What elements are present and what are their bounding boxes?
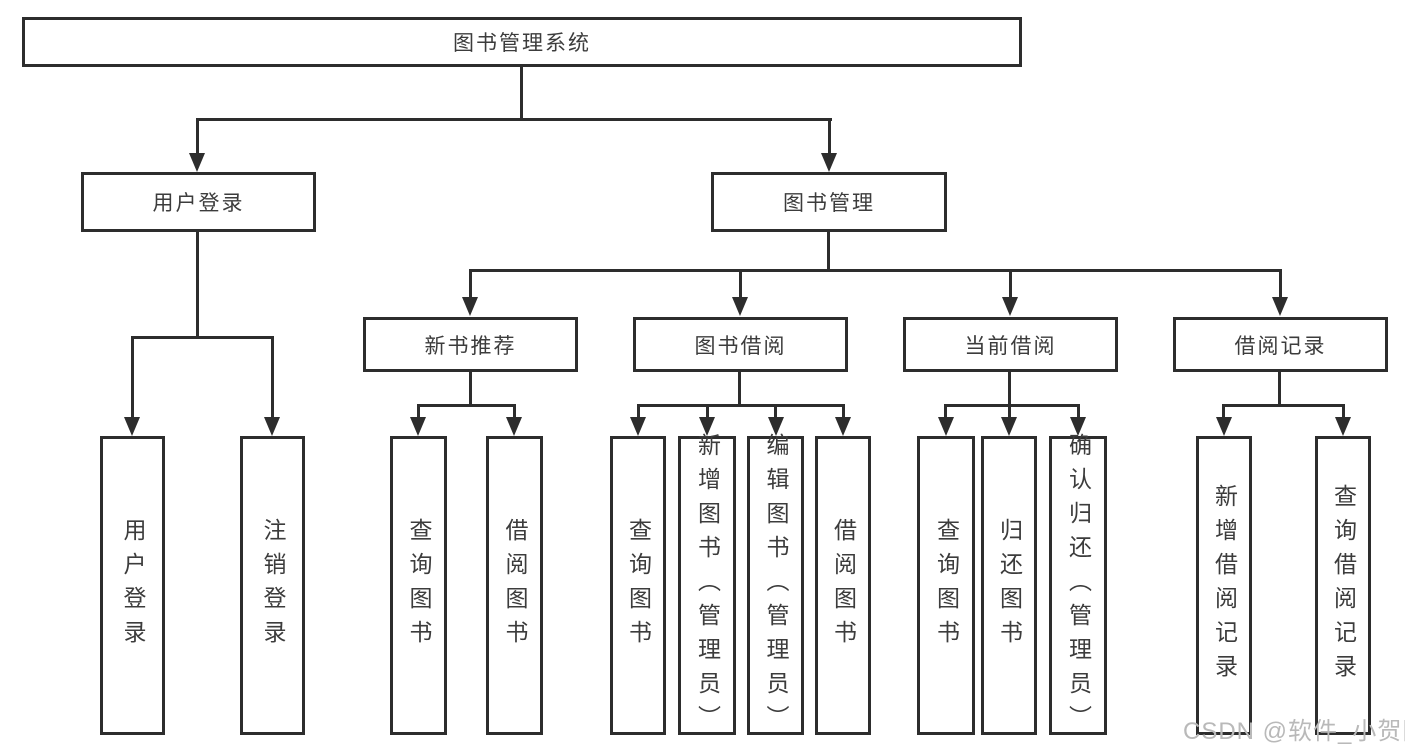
arrowhead-down-icon: [835, 417, 851, 436]
v-line: [1278, 372, 1281, 406]
node-label: 图书管理: [783, 192, 875, 215]
node-current-borrow: 当前借阅: [903, 317, 1118, 372]
v-stub: [1222, 404, 1225, 419]
v-stub: [271, 336, 274, 418]
node-label: 查询借阅记录: [1330, 483, 1357, 688]
node-library-system: 图书管理系统: [22, 17, 1022, 67]
node-book-management: 图书管理: [711, 172, 947, 232]
node-label: 当前借阅: [964, 334, 1057, 358]
node-label: 用户登录: [120, 517, 146, 654]
v-stub: [842, 404, 845, 419]
v-stub: [706, 404, 709, 419]
leaf-current-query-books: 查询图书: [917, 436, 975, 735]
node-label: 用户登录: [152, 192, 245, 215]
node-label: 编辑图书（管理员）: [763, 432, 789, 739]
node-label: 新增借阅记录: [1211, 483, 1238, 688]
leaf-records-add-record: 新增借阅记录: [1196, 436, 1252, 735]
leaf-logout: 注销登录: [240, 436, 305, 735]
node-label: 查询图书: [406, 517, 432, 654]
arrowhead-down-icon: [732, 297, 748, 316]
arrowhead-down-icon: [630, 417, 646, 436]
leaf-borrow-edit-books-admin: 编辑图书（管理员）: [747, 433, 804, 739]
arrowhead-down-icon: [768, 417, 784, 436]
v-stub: [513, 404, 516, 419]
h-line: [637, 404, 845, 407]
node-new-book-recommend: 新书推荐: [363, 317, 578, 372]
h-line: [944, 404, 1080, 407]
leaf-records-query-record: 查询借阅记录: [1315, 436, 1371, 735]
node-label: 注销登录: [260, 517, 286, 654]
arrowhead-down-icon: [124, 417, 140, 436]
v-stub: [1009, 269, 1012, 299]
node-label: 确认归还（管理员）: [1065, 432, 1092, 739]
v-stub: [469, 269, 472, 299]
v-stub: [828, 118, 831, 154]
v-stub: [1008, 404, 1011, 419]
v-line: [1008, 372, 1011, 406]
arrowhead-down-icon: [506, 417, 522, 436]
v-line: [520, 67, 523, 120]
leaf-user-login: 用户登录: [100, 436, 165, 735]
node-label: 归还图书: [996, 517, 1023, 654]
v-stub: [637, 404, 640, 419]
arrowhead-down-icon: [1335, 417, 1351, 436]
arrowhead-down-icon: [1070, 417, 1086, 436]
v-stub: [1279, 269, 1282, 299]
v-stub: [417, 404, 420, 419]
v-line: [469, 372, 472, 406]
node-book-borrow: 图书借阅: [633, 317, 848, 372]
h-line: [131, 336, 274, 339]
node-label: 借阅图书: [830, 517, 857, 654]
leaf-borrow-query-books: 查询图书: [610, 436, 666, 735]
node-label: 借阅图书: [502, 517, 528, 654]
v-stub: [1342, 404, 1345, 419]
h-line: [1222, 404, 1345, 407]
h-line: [417, 404, 516, 407]
node-label: 借阅记录: [1234, 334, 1327, 358]
node-label: 图书管理系统: [453, 32, 591, 55]
v-stub: [1077, 404, 1080, 419]
v-stub: [944, 404, 947, 419]
h-line: [469, 269, 1281, 272]
node-borrow-records: 借阅记录: [1173, 317, 1388, 372]
node-label: 图书借阅: [694, 334, 787, 358]
node-label: 新增图书（管理员）: [694, 432, 721, 739]
arrowhead-down-icon: [1272, 297, 1288, 316]
arrowhead-down-icon: [410, 417, 426, 436]
h-line: [196, 118, 832, 121]
arrowhead-down-icon: [189, 153, 205, 172]
arrowhead-down-icon: [699, 417, 715, 436]
node-label: 查询图书: [933, 517, 960, 654]
leaf-newbook-borrow-books: 借阅图书: [486, 436, 543, 735]
arrowhead-down-icon: [1216, 417, 1232, 436]
arrowhead-down-icon: [821, 153, 837, 172]
leaf-current-confirm-return-admin: 确认归还（管理员）: [1049, 433, 1107, 739]
arrowhead-down-icon: [1002, 297, 1018, 316]
arrowhead-down-icon: [264, 417, 280, 436]
v-line: [196, 232, 199, 338]
v-stub: [739, 269, 742, 299]
v-stub: [131, 336, 134, 418]
watermark: CSDN @软件_小贺同学: [1183, 718, 1405, 745]
node-user-login: 用户登录: [81, 172, 316, 232]
arrowhead-down-icon: [938, 417, 954, 436]
v-line: [738, 372, 741, 406]
node-label: 新书推荐: [424, 334, 517, 358]
leaf-current-return-books: 归还图书: [981, 436, 1037, 735]
v-line: [827, 232, 830, 271]
leaf-borrow-borrow-books: 借阅图书: [815, 436, 871, 735]
arrowhead-down-icon: [462, 297, 478, 316]
arrowhead-down-icon: [1001, 417, 1017, 436]
leaf-borrow-add-books-admin: 新增图书（管理员）: [678, 433, 736, 739]
leaf-newbook-query-books: 查询图书: [390, 436, 447, 735]
v-stub: [196, 118, 199, 154]
node-label: 查询图书: [625, 517, 652, 654]
v-stub: [774, 404, 777, 419]
